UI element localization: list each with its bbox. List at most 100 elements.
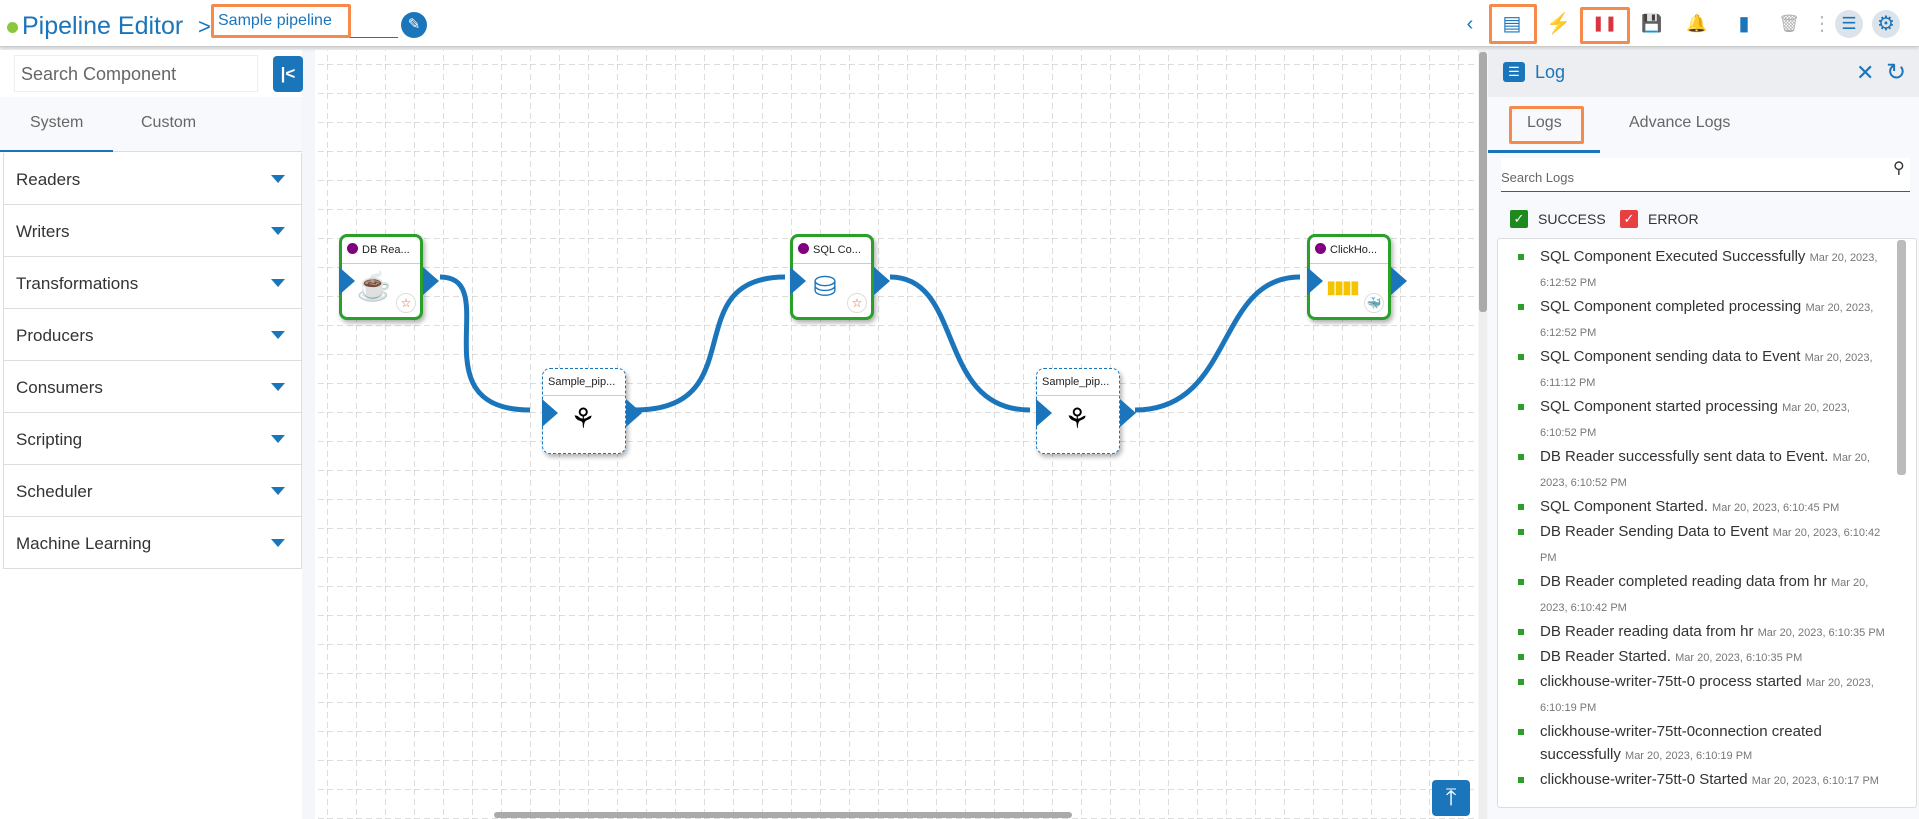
docker-badge-icon: 🐳 [1364, 293, 1384, 313]
save-icon[interactable]: 💾 [1641, 14, 1663, 33]
output-port[interactable] [423, 267, 439, 295]
status-dot [347, 243, 358, 254]
log-entry: clickhouse-writer-75tt-0connection creat… [1518, 720, 1886, 768]
success-checkbox[interactable]: ✓ [1510, 210, 1528, 228]
category-label: Transformations [16, 274, 139, 293]
kafka-icon: ⚘ [1064, 403, 1090, 434]
tab-custom[interactable]: Custom [141, 114, 197, 131]
category-label: Consumers [16, 378, 103, 397]
category-writers[interactable]: Writers [3, 205, 302, 257]
log-message: SQL Component Executed Successfully [1540, 248, 1806, 265]
log-message: DB Reader Started. [1540, 648, 1671, 665]
log-panel-header: ☰ Log ✕ ↻ [1488, 50, 1919, 97]
log-scrollbar[interactable] [1897, 240, 1906, 475]
log-entry: SQL Component Started. Mar 20, 2023, 6:1… [1518, 495, 1886, 520]
category-scripting[interactable]: Scripting [3, 413, 302, 465]
tab-system[interactable]: System [30, 114, 84, 131]
log-entry: clickhouse-writer-75tt-0 process started… [1518, 670, 1886, 720]
success-label: SUCCESS [1538, 211, 1606, 227]
log-timestamp: Mar 20, 2023, 6:10:45 PM [1712, 502, 1840, 514]
log-timestamp: Mar 20, 2023, 6:10:19 PM [1625, 750, 1753, 762]
log-timestamp: Mar 20, 2023, 6:11:12 PM [1540, 352, 1873, 389]
pipeline-canvas[interactable] [315, 50, 1478, 819]
log-timestamp: Mar 20, 2023, 6:10:17 PM [1751, 775, 1879, 787]
log-timestamp: Mar 20, 2023, 6:10:35 PM [1675, 652, 1803, 664]
canvas-scroll-thumb[interactable] [1479, 52, 1487, 312]
node-sql-component[interactable]: SQL Co... ⛁ ☆ [790, 234, 890, 320]
category-transformations[interactable]: Transformations [3, 257, 302, 309]
hide-comments-icon[interactable]: ▤ [1502, 13, 1522, 35]
log-timestamp: Mar 20, 2023, 6:12:52 PM [1540, 302, 1874, 339]
log-timestamp: Mar 20, 2023, 6:10:35 PM [1757, 627, 1885, 639]
error-checkbox[interactable]: ✓ [1620, 210, 1638, 228]
category-label: Writers [16, 222, 70, 241]
caret-down-icon [271, 279, 285, 287]
run-icon[interactable]: ⚡ [1546, 13, 1571, 35]
log-entry: DB Reader Sending Data to Event Mar 20, … [1518, 520, 1886, 570]
delete-icon[interactable]: 🗑 [1778, 14, 1800, 33]
scroll-to-top-button[interactable]: ⤒ [1432, 780, 1470, 816]
highlight-box [1489, 4, 1537, 44]
edit-name-button[interactable]: ✎ [401, 12, 427, 38]
log-timestamp: Mar 20, 2023, 6:10:42 PM [1540, 577, 1869, 614]
log-timestamp: Mar 20, 2023, 6:10:42 PM [1540, 527, 1881, 564]
canvas-horizontal-scrollbar[interactable] [494, 812, 1072, 818]
category-scheduler[interactable]: Scheduler [3, 465, 302, 517]
caret-down-icon [271, 227, 285, 235]
link-db-to-event1 [439, 274, 531, 413]
collapse-sidebar-button[interactable]: |< [273, 56, 303, 92]
node-label: SQL Co... [793, 237, 871, 264]
node-clickhouse-writer[interactable]: ClickHo... ▮▮▮▮ 🐳 [1307, 234, 1407, 320]
log-entry: DB Reader reading data from hr Mar 20, 2… [1518, 620, 1886, 645]
back-chevron-icon[interactable]: ‹ [1466, 13, 1474, 35]
clickhouse-icon: ▮▮▮▮ [1326, 277, 1360, 297]
alerts-icon[interactable]: 🔔 [1686, 14, 1708, 33]
close-icon[interactable]: ✕ [1856, 60, 1875, 85]
log-entry: SQL Component started processing Mar 20,… [1518, 395, 1886, 445]
logs-toggle-icon[interactable]: ☰ [1835, 10, 1863, 38]
search-logs-input[interactable]: Search Logs [1501, 158, 1910, 192]
category-producers[interactable]: Producers [3, 309, 302, 361]
category-machine-learning[interactable]: Machine Learning [3, 517, 302, 569]
log-entry: DB Reader successfully sent data to Even… [1518, 445, 1886, 495]
output-port[interactable] [626, 399, 642, 427]
output-port[interactable] [1120, 399, 1136, 427]
log-message: clickhouse-writer-75tt-0connection creat… [1540, 723, 1822, 763]
kafka-icon: ⚘ [570, 403, 596, 434]
search-icon[interactable]: ⚲ [1893, 160, 1905, 177]
log-timestamp: Mar 20, 2023, 6:12:52 PM [1540, 252, 1878, 289]
log-message: DB Reader reading data from hr [1540, 623, 1754, 640]
search-component-input[interactable]: Search Component [14, 55, 258, 92]
metrics-icon[interactable]: ▮ [1738, 13, 1750, 35]
log-message: clickhouse-writer-75tt-0 process started [1540, 673, 1802, 690]
node-event-2[interactable]: Sample_pip... ⚘ [1036, 368, 1136, 454]
node-event-1[interactable]: Sample_pip... ⚘ [542, 368, 642, 454]
output-port[interactable] [1391, 267, 1407, 295]
node-label: Sample_pip... [543, 369, 625, 396]
input-port[interactable] [1307, 267, 1323, 295]
node-db-reader[interactable]: DB Rea... ☕ ☆ [339, 234, 439, 320]
canvas-vertical-scrollbar[interactable] [1479, 50, 1487, 819]
highlight-box [1509, 106, 1584, 144]
category-readers[interactable]: Readers [3, 153, 302, 205]
refresh-icon[interactable]: ↻ [1886, 59, 1907, 86]
input-port[interactable] [790, 267, 806, 295]
pause-icon[interactable]: ❚❚ [1592, 15, 1618, 32]
more-icon[interactable]: ⋮ [1812, 13, 1832, 35]
sql-database-icon: ⛁ [813, 271, 837, 302]
component-tabs: System Custom [0, 97, 302, 152]
log-list: SQL Component Executed Successfully Mar … [1497, 238, 1917, 808]
input-port[interactable] [339, 267, 355, 295]
category-consumers[interactable]: Consumers [3, 361, 302, 413]
link-sql-to-event2 [889, 274, 1031, 413]
tab-logs[interactable]: Logs [1527, 114, 1562, 131]
input-port[interactable] [542, 399, 558, 427]
log-title: Log [1535, 62, 1566, 82]
highlight-box [1580, 7, 1630, 44]
input-port[interactable] [1036, 399, 1052, 427]
log-message: clickhouse-writer-75tt-0 Started [1540, 771, 1748, 788]
status-dot [7, 22, 18, 33]
tab-advance-logs[interactable]: Advance Logs [1629, 114, 1731, 131]
output-port[interactable] [874, 267, 890, 295]
settings-icon[interactable]: ⚙ [1872, 10, 1900, 38]
